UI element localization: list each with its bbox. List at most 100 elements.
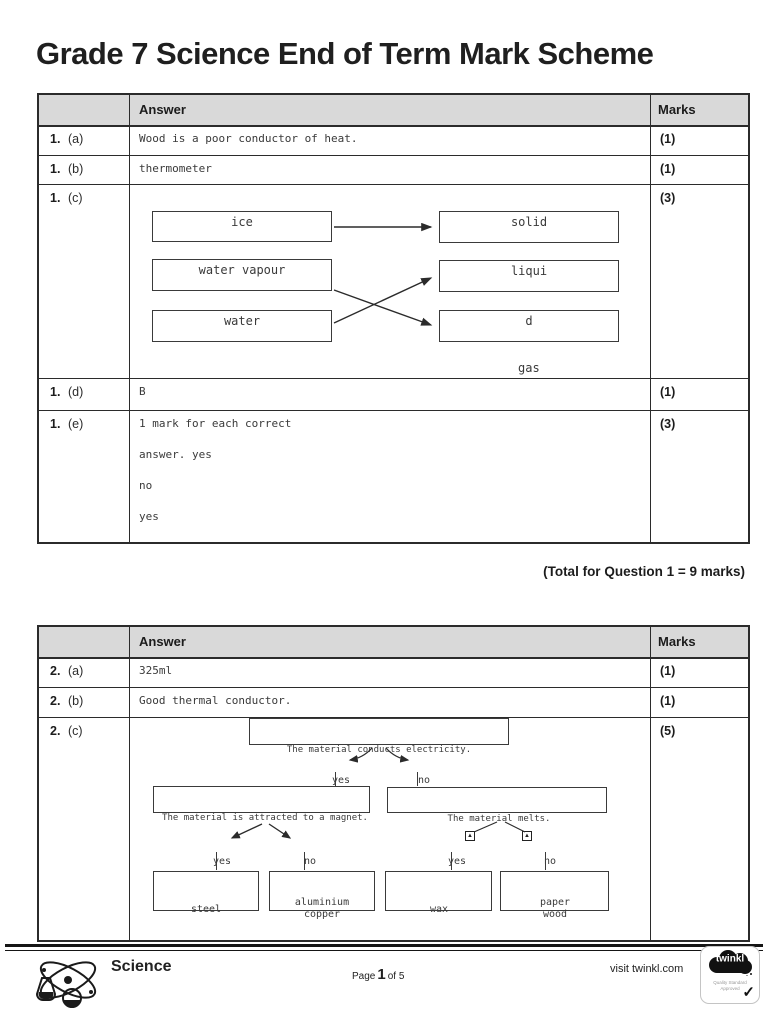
divider: [650, 627, 651, 940]
table2-header-row: [39, 627, 748, 657]
flowchart-yes-label: yes: [331, 775, 351, 786]
leaf-label-steel: steel: [190, 904, 222, 915]
table2-header-answer: Answer: [139, 634, 186, 649]
q2b-number: 2.: [50, 694, 61, 708]
diagram-label: solid: [510, 215, 548, 229]
leaf-box-steel: [153, 871, 259, 911]
table1-header-answer: Answer: [139, 102, 186, 117]
q2b-part: (b): [68, 694, 84, 708]
q2a-number: 2.: [50, 664, 61, 678]
q2c-number: 2.: [50, 724, 61, 738]
twinkl-cloud-icon: [709, 950, 752, 976]
diagram-label: water: [223, 314, 261, 328]
visit-link[interactable]: visit twinkl.com: [610, 963, 684, 975]
leaf-box-wax: [385, 871, 492, 911]
q2b-answer: Good thermal conductor.: [139, 694, 292, 707]
q1a-marks: (1): [660, 132, 676, 146]
q1a-number: 1.: [50, 132, 61, 146]
page-number: 1: [377, 966, 386, 983]
diagram-box-ice: ice: [152, 211, 332, 242]
q2b-marks: (1): [660, 694, 676, 708]
divider: [39, 125, 748, 127]
diagram-label: ice: [231, 215, 253, 229]
q1e-answer-line: answer. yes: [139, 448, 212, 461]
divider: [39, 378, 748, 379]
connector: [417, 772, 418, 786]
placeholder-glyph: ▲: [467, 833, 473, 839]
flowchart-question-1: The material conducts electricity.: [286, 745, 472, 755]
q2a-part: (a): [68, 664, 84, 678]
flowchart-yes-label: yes: [447, 856, 467, 867]
q1d-marks: (1): [660, 385, 676, 399]
table2-header-marks: Marks: [658, 634, 696, 649]
divider: [39, 184, 748, 185]
q1b-part: (b): [68, 162, 84, 176]
diagram-label: d: [525, 314, 533, 328]
q2a-marks: (1): [660, 664, 676, 678]
leaf-label-paper: paper: [539, 897, 571, 908]
badge-subtext: Approved: [720, 986, 740, 991]
diagram-box-water: water: [152, 310, 332, 342]
flowchart-top-box: [249, 718, 509, 745]
connector: [335, 772, 336, 786]
connector: [545, 852, 546, 870]
states-of-matter-diagram: ice water vapour water solid liqui d gas: [129, 184, 650, 378]
flowchart-no-label: no: [543, 856, 557, 867]
q1e-marks: (3): [660, 417, 676, 431]
footer-divider-thin: [5, 950, 763, 951]
divider: [39, 657, 748, 659]
flowchart-mid-box-right: [387, 787, 607, 813]
flowchart-yes-label: yes: [212, 856, 232, 867]
arrowhead-placeholder-icon: ▲: [522, 831, 532, 841]
material-sorting-flowchart: The material conducts electricity. yes n…: [129, 717, 650, 940]
q1d-number: 1.: [50, 385, 61, 399]
q2c-part: (c): [68, 724, 83, 738]
science-logo-icon: [35, 961, 97, 1008]
badge-subtext: Quality Standard: [713, 980, 747, 985]
divider: [129, 627, 130, 940]
question-2-table: Answer Marks 2. (a) 325ml (1) 2. (b) Goo…: [37, 625, 750, 942]
placeholder-glyph: ▲: [524, 833, 530, 839]
q1b-answer: thermometer: [139, 162, 212, 175]
q1a-part: (a): [68, 132, 84, 146]
page-label: Page: [352, 971, 376, 982]
flowchart-no-label: no: [303, 856, 317, 867]
q2a-answer: 325ml: [139, 664, 173, 677]
q1c-number: 1.: [50, 191, 61, 205]
q1e-answer-line: no: [139, 479, 153, 492]
q1e-part: (e): [68, 417, 84, 431]
leaf-box-aluminium-copper: [269, 871, 375, 911]
divider: [39, 687, 748, 688]
q1e-number: 1.: [50, 417, 61, 431]
connector: [451, 852, 452, 870]
leaf-label-copper: copper: [303, 909, 341, 920]
diagram-box-water-vapour: water vapour: [152, 259, 332, 291]
twinkl-brand-text: twinkl: [715, 953, 745, 965]
diagram-box-liquid: liqui: [439, 260, 619, 292]
leaf-box-paper-wood: [500, 871, 609, 911]
footer-divider-thick: [5, 944, 763, 947]
flowchart-question-3: The material melts.: [447, 814, 551, 824]
page-title: Grade 7 Science End of Term Mark Scheme: [36, 36, 654, 71]
divider: [129, 95, 130, 542]
q1c-marks: (3): [660, 191, 676, 205]
twinkl-badge: twinkl Quality Standard Approved ✓: [700, 946, 760, 1004]
question-1-total: (Total for Question 1 = 9 marks): [543, 564, 745, 579]
diagram-label: water vapour: [198, 263, 286, 277]
check-icon: ✓: [742, 984, 755, 1001]
q1e-answer-line: 1 mark for each correct: [139, 417, 292, 430]
question-1-table: Answer Marks 1. (a) Wood is a poor condu…: [37, 93, 750, 544]
leaf-label-aluminium: aluminium: [294, 897, 350, 908]
divider: [39, 717, 748, 718]
connector: [216, 852, 217, 870]
flowchart-mid-box-left: [153, 786, 370, 813]
arrowhead-placeholder-icon: ▲: [465, 831, 475, 841]
divider: [39, 155, 748, 156]
q1b-number: 1.: [50, 162, 61, 176]
flowchart-question-2: The material is attracted to a magnet.: [162, 813, 368, 823]
q1a-answer: Wood is a poor conductor of heat.: [139, 132, 358, 145]
q1b-marks: (1): [660, 162, 676, 176]
q1e-answer-line: yes: [139, 510, 159, 523]
